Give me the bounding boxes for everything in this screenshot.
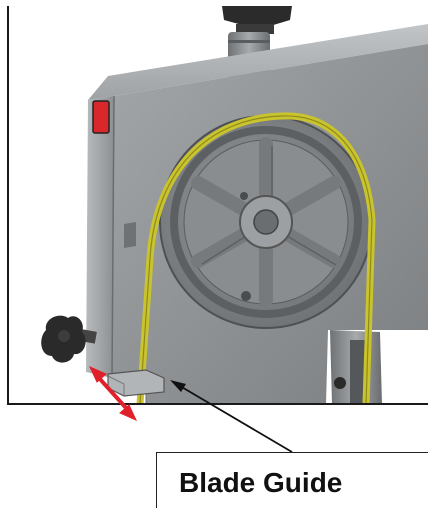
black-pointer-arrow-icon	[170, 380, 293, 453]
top-knob	[222, 6, 292, 26]
blade-guide-label: Blade Guide	[156, 452, 428, 508]
saw-blade	[136, 112, 376, 404]
housing-top	[88, 24, 428, 100]
power-switch	[92, 100, 110, 134]
machine-illustration	[8, 6, 428, 404]
upper-wheel	[159, 115, 373, 329]
red-double-arrow-icon	[88, 366, 138, 421]
image-frame	[7, 6, 428, 405]
locking-knob	[41, 315, 97, 363]
top-knob-collar	[236, 24, 274, 34]
housing-side	[86, 96, 114, 378]
blade-guide-block	[107, 369, 165, 397]
lower-column-knob	[334, 377, 346, 389]
side-bracket	[124, 222, 136, 248]
lower-column-slot	[350, 340, 366, 404]
